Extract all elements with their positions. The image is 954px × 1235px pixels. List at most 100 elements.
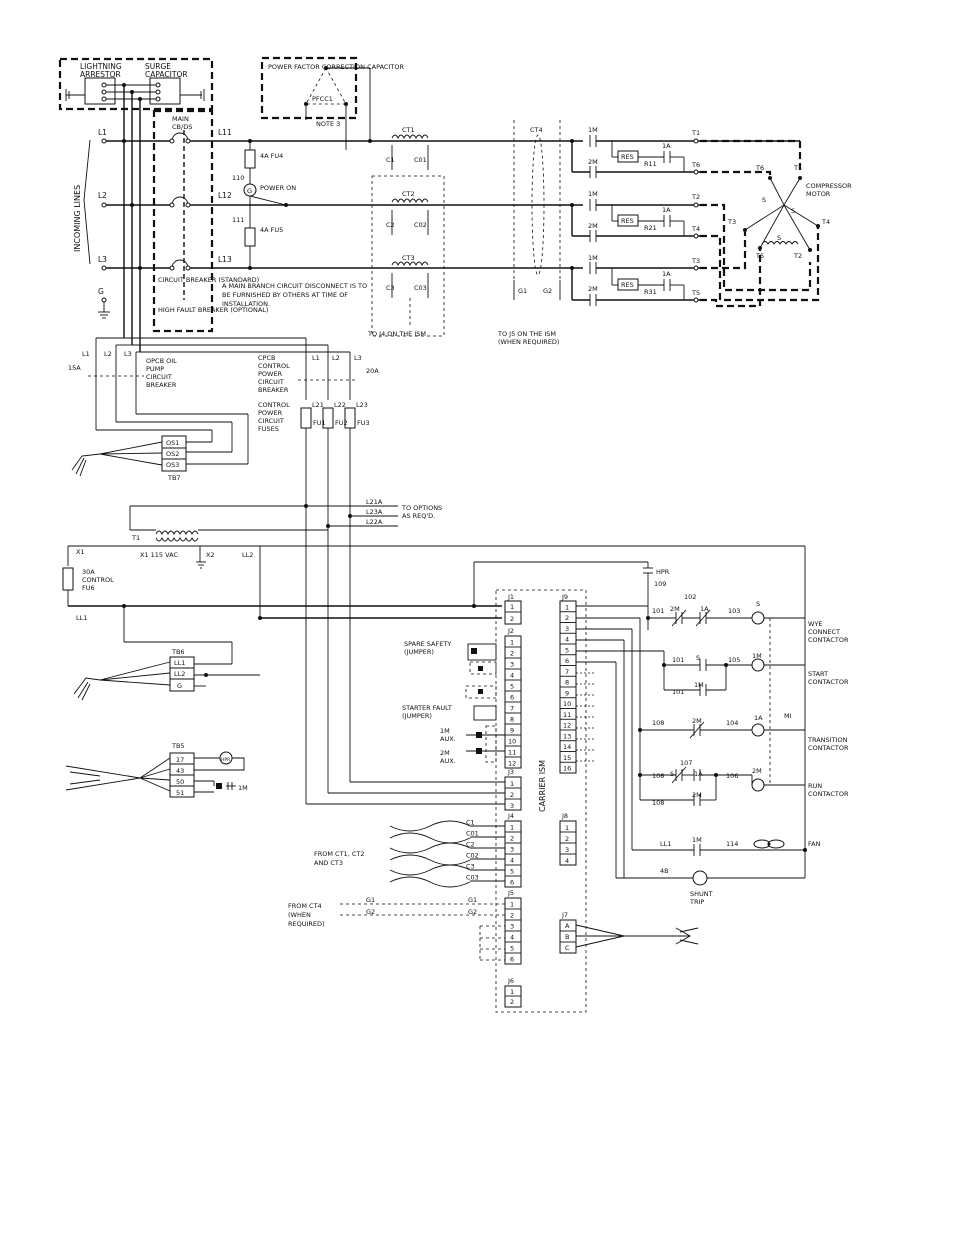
- connector-j3: J3 1 2 3: [305, 768, 522, 811]
- connector-pin: 5: [510, 945, 514, 953]
- ladder-2m-nc: 2M: [670, 605, 680, 613]
- connector-pin: 10: [563, 700, 571, 708]
- x2-label: X2: [206, 551, 215, 559]
- motor-s-2: S: [791, 207, 795, 215]
- fan-label: FAN: [808, 840, 821, 848]
- tb7-label: TB7: [167, 474, 181, 482]
- connector-j7: J7 A B C: [559, 911, 699, 954]
- opcb-l1: L1: [82, 350, 90, 358]
- control-ladder: HPR 109 101 2M 102 1A 103 S 101 S 105 1M…: [615, 546, 849, 906]
- wire-103: 103: [728, 607, 740, 615]
- term-t4: T4: [691, 225, 700, 233]
- pfcc-note: NOTE 3: [316, 120, 340, 128]
- tb6-ll1: LL1: [174, 659, 185, 667]
- ism-label: CARRIER ISM: [538, 760, 547, 812]
- j9-label: J9: [561, 593, 568, 601]
- term-t5: T5: [691, 289, 700, 297]
- motor-t5: T5: [755, 252, 764, 260]
- tb6-g: G: [177, 682, 182, 690]
- fu4-label: 4A FU4: [260, 152, 283, 160]
- ct-lead-c02: C02: [414, 221, 427, 229]
- connector-pin: 12: [563, 722, 571, 730]
- ground-icon: [196, 561, 206, 569]
- tb5-label: TB5: [171, 742, 185, 750]
- j3-label: J3: [507, 768, 514, 776]
- res-3: RES: [621, 281, 634, 289]
- res-2: RES: [621, 217, 634, 225]
- j3-pin: 2: [510, 791, 514, 799]
- connector-pin: 4: [510, 672, 514, 680]
- r11: R11: [644, 160, 657, 168]
- tb5-hpr: HPR: [221, 757, 230, 763]
- connector-pin: 14: [563, 743, 571, 751]
- connector-pin: 5: [510, 868, 514, 876]
- incoming-lines-label: INCOMING LINES: [73, 185, 82, 252]
- coil-1m-icon: [751, 658, 765, 672]
- tb5-51: 51: [176, 789, 184, 797]
- connector-pin: 9: [510, 727, 514, 735]
- cable-icon: [65, 765, 141, 791]
- connector-pin: 5: [510, 683, 514, 691]
- connector-j6: J6 1 2: [504, 977, 522, 1008]
- motor-t1: T1: [793, 164, 802, 172]
- fuse-fu6: [62, 567, 74, 591]
- fuse-fu5: [244, 227, 256, 247]
- motor-t6: T6: [755, 164, 764, 172]
- connector-pin: 6: [510, 879, 514, 887]
- ism-module: CARRIER ISM: [495, 589, 587, 1013]
- connector-pin: 11: [563, 711, 571, 719]
- bus-l12: L12: [218, 191, 232, 200]
- contact-2m-a: 2M: [588, 158, 598, 166]
- j7-pin: C: [565, 944, 570, 952]
- tb5: TB5 17 43 50 51 HPR 1M: [65, 742, 248, 798]
- ct1-label: CT1: [402, 126, 415, 134]
- tb5-17: 17: [176, 756, 184, 764]
- tb5-1m: 1M: [238, 784, 248, 792]
- pfcc-label: POWER FACTOR CORRECTION CAPACITOR: [268, 63, 404, 71]
- j5-lead-g1: G1: [468, 896, 477, 904]
- cpcb-rating: 20A: [366, 367, 379, 375]
- t1-label: T1: [131, 534, 140, 542]
- j1-label: J1: [507, 593, 514, 601]
- contact-2m-c: 2M: [588, 285, 598, 293]
- ct2-label: CT2: [402, 190, 415, 198]
- j4-lead-label: C1: [466, 819, 475, 827]
- wire-107: 107: [680, 759, 692, 767]
- connector-pin: 5: [565, 646, 569, 654]
- contact-1m-a: 1M: [588, 126, 598, 134]
- motor-t2: T2: [793, 252, 802, 260]
- tb7-os2: OS2: [166, 450, 179, 458]
- fuse-fu4: [244, 149, 256, 169]
- cpcb-l1: L1: [312, 354, 320, 362]
- ll2-label: LL2: [242, 551, 253, 559]
- wire-108b: 108: [652, 772, 664, 780]
- cpcb-l2: L2: [332, 354, 340, 362]
- connector-pin: 4: [510, 934, 514, 942]
- connector-j8: J8 1 2 3 4: [559, 812, 577, 866]
- wire-109: 109: [654, 580, 666, 588]
- bus-l11: L11: [218, 128, 232, 137]
- opt-l21a: L21A: [366, 498, 383, 506]
- connector-pin: 1: [510, 901, 514, 909]
- connector-pin: 16: [563, 765, 571, 773]
- contact-1a-c: 1A: [662, 270, 671, 278]
- bus-l13: L13: [218, 255, 232, 264]
- coil-2m-icon: [751, 778, 765, 792]
- connector-pin: 1: [510, 824, 514, 832]
- wire-106: 106: [726, 772, 738, 780]
- motor-s-1: S: [762, 196, 766, 204]
- tb7-os1: OS1: [166, 439, 179, 447]
- wire-108: 108: [652, 719, 664, 727]
